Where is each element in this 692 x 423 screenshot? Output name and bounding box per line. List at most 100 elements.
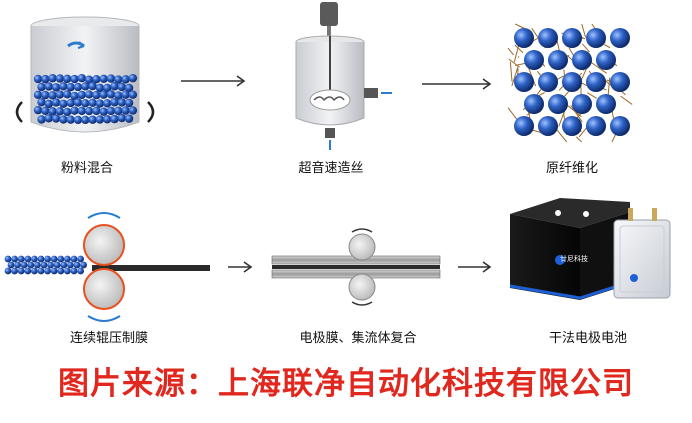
step-label-fibrillation: 超音速造丝 bbox=[298, 161, 364, 176]
particle bbox=[84, 75, 94, 84]
particle bbox=[80, 261, 87, 269]
particle bbox=[88, 115, 97, 124]
particle bbox=[31, 255, 38, 263]
particle bbox=[4, 255, 12, 263]
particle bbox=[106, 106, 116, 116]
particle bbox=[95, 115, 105, 124]
particle bbox=[47, 261, 54, 269]
particle bbox=[62, 90, 72, 99]
particle bbox=[114, 75, 123, 84]
particle bbox=[114, 106, 123, 116]
particle bbox=[610, 28, 630, 48]
powder-mixing-tank-icon bbox=[15, 16, 155, 133]
particle bbox=[586, 116, 606, 136]
particle bbox=[586, 28, 606, 48]
particle bbox=[40, 261, 48, 269]
particle bbox=[121, 90, 130, 99]
particle bbox=[37, 115, 46, 124]
particle bbox=[17, 255, 25, 263]
particle bbox=[548, 94, 568, 114]
current-collector-lamination-icon bbox=[271, 228, 441, 306]
particle bbox=[572, 50, 592, 70]
arrow-icon bbox=[181, 75, 246, 87]
particle bbox=[81, 115, 90, 125]
particle bbox=[62, 74, 72, 84]
particle bbox=[44, 99, 53, 109]
particle bbox=[41, 106, 50, 116]
particle bbox=[73, 115, 83, 125]
particle bbox=[59, 99, 68, 108]
particle bbox=[548, 50, 568, 70]
step-label-battery: 干法电极电池 bbox=[548, 331, 628, 346]
particle bbox=[610, 116, 630, 136]
particle bbox=[92, 74, 101, 84]
particle bbox=[77, 106, 87, 116]
particle bbox=[57, 255, 65, 263]
particle bbox=[514, 28, 534, 48]
particle bbox=[124, 114, 134, 123]
particle bbox=[7, 261, 15, 269]
step-label-fibrillated: 原纤维化 bbox=[545, 161, 599, 176]
particle bbox=[66, 82, 75, 92]
particle bbox=[128, 106, 138, 115]
particle bbox=[121, 75, 130, 84]
dry-electrode-battery-icon bbox=[509, 198, 671, 300]
particle bbox=[84, 90, 94, 99]
particle bbox=[50, 255, 58, 263]
particle bbox=[562, 116, 582, 136]
particle bbox=[99, 90, 108, 99]
particle bbox=[64, 255, 71, 263]
particle bbox=[50, 267, 58, 275]
particle bbox=[33, 105, 43, 115]
particle bbox=[538, 72, 558, 92]
particle bbox=[596, 50, 616, 70]
particle bbox=[59, 115, 68, 124]
particle bbox=[55, 90, 65, 99]
particle bbox=[77, 255, 84, 263]
particle bbox=[524, 94, 544, 114]
particle bbox=[92, 106, 101, 116]
arrow-icon bbox=[422, 78, 492, 90]
particle bbox=[95, 99, 105, 108]
particle bbox=[20, 261, 28, 269]
particle bbox=[14, 261, 21, 269]
particle bbox=[66, 115, 75, 124]
particle bbox=[41, 90, 50, 100]
particle bbox=[117, 113, 127, 123]
particle bbox=[73, 82, 83, 92]
particle bbox=[66, 98, 75, 108]
particle bbox=[70, 74, 79, 84]
particle bbox=[57, 267, 65, 275]
particle bbox=[124, 83, 134, 93]
particle bbox=[562, 28, 582, 48]
particle bbox=[70, 106, 79, 115]
particle bbox=[81, 82, 90, 91]
particle bbox=[44, 82, 53, 91]
particle bbox=[572, 94, 592, 114]
particle bbox=[124, 98, 134, 108]
particle bbox=[77, 267, 84, 275]
particle bbox=[11, 255, 18, 263]
particle bbox=[110, 98, 119, 107]
particle bbox=[596, 94, 616, 114]
particle bbox=[88, 98, 97, 108]
particle bbox=[55, 74, 65, 83]
particle bbox=[33, 90, 43, 100]
particle bbox=[44, 114, 53, 123]
particle bbox=[110, 114, 119, 124]
image-source-credit: 图片来源：上海联净自动化科技有限公司 bbox=[58, 366, 634, 402]
particle bbox=[99, 107, 108, 116]
particle bbox=[33, 74, 43, 84]
particle bbox=[64, 267, 71, 275]
particle bbox=[562, 72, 582, 92]
particle bbox=[95, 83, 105, 93]
particle bbox=[106, 74, 116, 83]
particle bbox=[24, 255, 32, 263]
particle bbox=[538, 116, 558, 136]
particle bbox=[4, 267, 12, 275]
particle bbox=[48, 74, 57, 83]
particle bbox=[34, 261, 41, 269]
particle bbox=[24, 267, 32, 275]
particle bbox=[51, 114, 61, 123]
particle bbox=[70, 267, 78, 275]
